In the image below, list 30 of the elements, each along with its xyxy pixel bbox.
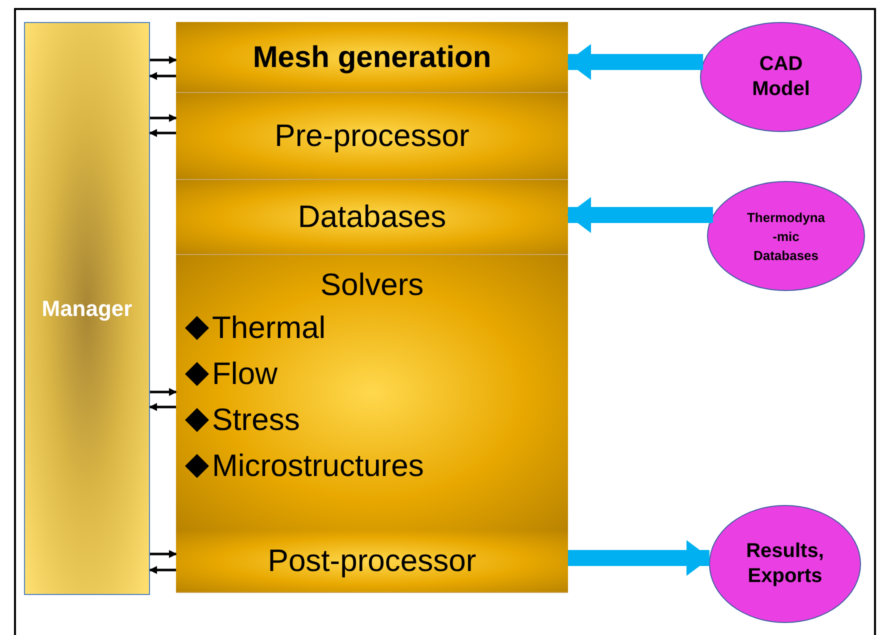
module-band	[176, 22, 568, 93]
list-item: Microstructures	[212, 446, 424, 485]
arrow	[150, 56, 177, 64]
module-band	[176, 93, 568, 180]
arrow	[149, 403, 176, 411]
node-label: Thermodyna -mic Databases	[746, 208, 826, 264]
node-label: CAD Model	[751, 52, 811, 102]
node-label: Post-processor	[268, 542, 476, 580]
arrow	[150, 388, 177, 396]
list-item: Stress	[212, 400, 300, 439]
module-band	[176, 530, 568, 593]
list-item: Flow	[212, 354, 278, 393]
node-label: Databases	[298, 198, 446, 236]
node-label: Results, Exports	[745, 539, 825, 589]
module-band	[176, 180, 568, 255]
arrow	[150, 550, 177, 558]
block-arrow	[567, 197, 713, 233]
block-arrow	[567, 44, 704, 80]
arrow	[149, 72, 176, 80]
node-heading: Solvers	[320, 266, 424, 304]
arrow	[150, 114, 177, 122]
node-label: Mesh generation	[252, 40, 492, 76]
list-item: Thermal	[212, 308, 326, 347]
arrow	[149, 566, 176, 574]
block-arrow	[568, 540, 710, 576]
arrow	[149, 129, 176, 137]
node-label: Pre-processor	[274, 116, 470, 155]
manager-box	[24, 22, 150, 595]
node-label: Manager	[42, 295, 132, 323]
module-band	[176, 255, 568, 530]
